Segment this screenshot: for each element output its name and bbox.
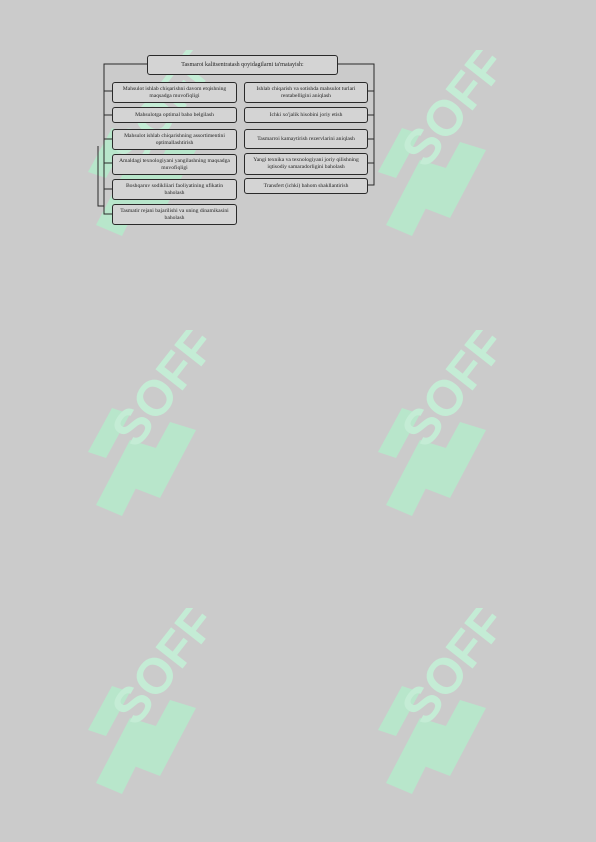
left-box-5: Boshqaruv sodikliiari faoliyatining ufik… — [112, 179, 237, 200]
right-box-4: Yangi texnika va texnologiyani joriy qil… — [244, 153, 368, 175]
right-box-2: Ichki xo'jalik hisobini joriy etish — [244, 107, 368, 123]
right-box-5: Transfert (ichki) bahom shakllantirish — [244, 178, 368, 194]
left-box-1: Mahsulot ishlab chiqarishni davom etqish… — [112, 82, 237, 103]
left-box-6: Tasmatir rejani bajarilishi va uning din… — [112, 204, 237, 225]
right-box-1: Ishlab chiqarish va sotishda mahsulot tu… — [244, 82, 368, 103]
right-box-3: Tasmarroi kamaytirish rezervlarini aniql… — [244, 129, 368, 149]
diagram-root-box: Tasmaroi kalitsentratash qoyidagilarni t… — [147, 55, 338, 75]
left-box-2: Mahsulotga optimal baho belgilash — [112, 107, 237, 123]
left-box-4: Amaldagi texnologiyani yangilashning maq… — [112, 154, 237, 175]
left-box-3: Mahsulot ishlab chiqarishning assortimen… — [112, 129, 237, 150]
